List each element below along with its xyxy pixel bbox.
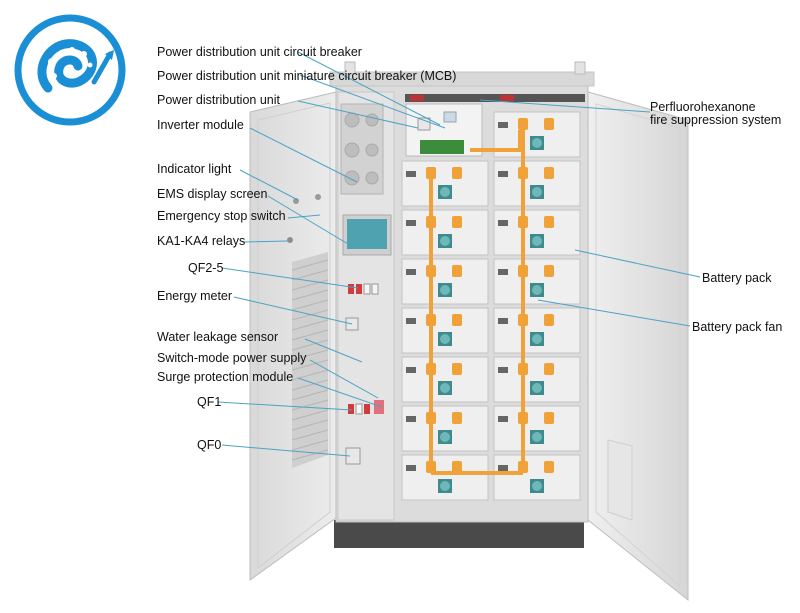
battery-pack [401,209,489,256]
label-emergency-stop: Emergency stop switch [157,209,286,223]
battery-pack-fan [438,430,452,444]
battery-pack-fan [438,381,452,395]
battery-pack [493,160,581,207]
label-switch-mode-psu: Switch-mode power supply [157,351,307,365]
label-battery-pack: Battery pack [702,271,772,285]
label-qf1: QF1 [197,395,222,409]
battery-pack [493,209,581,256]
cabinet-base [334,520,584,548]
orange-cables [429,130,525,475]
label-suppression-line1: Perfluorohexanone [650,100,756,114]
battery-pack-fan [530,381,544,395]
label-battery-pack-fan: Battery pack fan [692,320,783,334]
label-ka-relays: KA1-KA4 relays [157,234,246,248]
label-qf0: QF0 [197,438,222,452]
battery-pack-fan [530,430,544,444]
battery-pack [401,258,489,305]
label-surge-protection: Surge protection module [157,370,294,384]
label-water-leakage-sensor: Water leakage sensor [157,330,279,344]
battery-pack [493,356,581,403]
battery-pack [401,356,489,403]
battery-pack-fan [438,185,452,199]
battery-pack-fan [438,479,452,493]
battery-pack [493,307,581,354]
swirl-logo-icon [14,14,126,126]
battery-pack-fan [530,234,544,248]
battery-pack [493,258,581,305]
battery-pack-fan [438,283,452,297]
ems-display-screen [347,219,387,249]
battery-pack-fan [530,332,544,346]
orange-cable [470,130,522,152]
battery-pack-fan [530,479,544,493]
label-pdu-mcb: Power distribution unit miniature circui… [157,69,457,83]
battery-pack-fan [530,136,544,150]
label-energy-meter: Energy meter [157,289,233,303]
battery-pack [401,160,489,207]
battery-pack [401,307,489,354]
battery-packs [401,111,581,501]
battery-pack [493,405,581,452]
label-inverter-module: Inverter module [157,118,244,132]
label-pdu-circuit-breaker: Power distribution unit circuit breaker [157,45,362,59]
label-pdu: Power distribution unit [157,93,280,107]
battery-pack-fan [438,234,452,248]
battery-pack [401,405,489,452]
label-indicator-light: Indicator light [157,162,232,176]
battery-pack-fan [530,185,544,199]
battery-pack [493,454,581,501]
suppression-system [405,94,585,102]
battery-pack-fan [438,332,452,346]
label-ems-display: EMS display screen [157,187,268,201]
label-qf2-5: QF2-5 [188,261,224,275]
battery-pack-fan [530,283,544,297]
qf2-5-breakers [348,283,379,295]
qf1-breakers [348,400,384,415]
battery-pack [493,111,581,158]
battery-pack [401,454,489,501]
label-suppression-line2: fire suppression system [650,113,782,127]
